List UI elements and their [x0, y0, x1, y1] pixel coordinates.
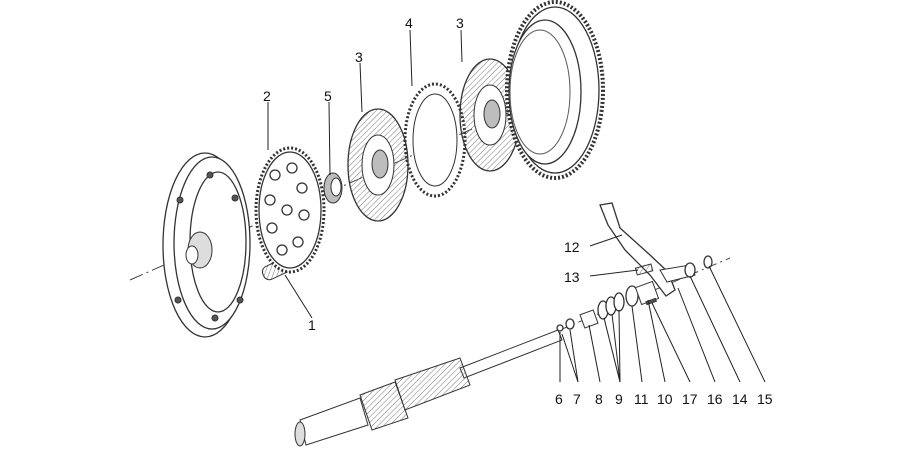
- part-14-pin: [684, 262, 696, 278]
- callout-2: 2: [263, 88, 271, 104]
- callout-1: 1: [308, 317, 316, 333]
- main-shaft: [294, 329, 563, 447]
- callout-8: 8: [595, 391, 603, 407]
- part-12-fork-lever: [599, 202, 696, 297]
- callout-16: 16: [707, 391, 723, 407]
- callout-11: 11: [634, 391, 649, 407]
- callout-3-right: 3: [456, 15, 464, 31]
- part-13-spring: [634, 263, 654, 276]
- callout-10: 10: [657, 391, 673, 407]
- callout-14: 14: [732, 391, 748, 407]
- callout-13: 13: [564, 269, 580, 285]
- outer-clutch-drum: [505, 0, 605, 180]
- callout-3-left: 3: [355, 49, 363, 65]
- part-3-friction-disc-right: [459, 58, 521, 172]
- leader-lines: [267, 29, 766, 383]
- shaft-small-parts: [556, 280, 660, 332]
- callout-7: 7: [573, 391, 581, 407]
- part-5-hub: [323, 172, 343, 204]
- callout-6: 6: [555, 391, 563, 407]
- callout-17: 17: [682, 391, 698, 407]
- part-4-ring-gear: [403, 82, 467, 198]
- part-15-washer: [703, 255, 713, 269]
- part-3-friction-disc-left: [347, 108, 409, 222]
- callout-labels: 1 2 3 3 4 5 6 7 8 9 11 10 17 16 14 15 12…: [263, 15, 773, 407]
- flywheel-housing: [162, 152, 251, 338]
- callout-4: 4: [405, 15, 413, 31]
- callout-9: 9: [615, 391, 623, 407]
- part-2-toothed-disc: [254, 146, 326, 274]
- callout-5: 5: [324, 88, 332, 104]
- callout-15: 15: [757, 391, 773, 407]
- callout-12: 12: [564, 239, 580, 255]
